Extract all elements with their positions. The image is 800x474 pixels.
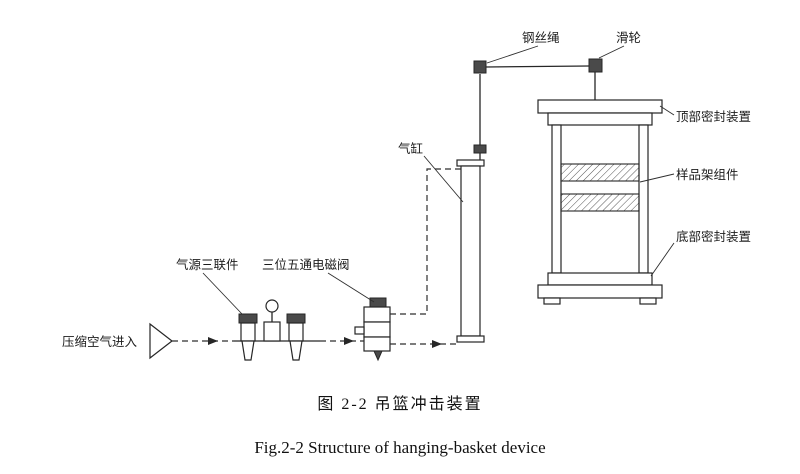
cylinder-top-cap — [456, 159, 485, 167]
pulley-right-icon — [588, 58, 603, 73]
sample-rack-bar-top — [560, 163, 640, 182]
frame-left-column — [551, 124, 562, 274]
figure-caption-zh: 图 2-2 吊篮冲击装置 — [317, 396, 483, 413]
leader-pulley — [598, 45, 625, 59]
filter-cap — [238, 313, 258, 324]
wire-rope-line — [485, 65, 590, 68]
top-seal-plate — [537, 99, 663, 114]
air-inlet-label: 压缩空气进入 — [62, 334, 138, 349]
valve-body-2 — [363, 321, 391, 338]
top-seal-label: 顶部密封装置 — [676, 109, 751, 124]
impact-chamber — [537, 99, 663, 305]
bottom-seal-label: 底部密封装置 — [676, 229, 751, 244]
leader-top-seal — [659, 105, 675, 116]
pulley-left-icon — [473, 60, 487, 74]
solenoid-valve-label: 三位五通电磁阀 — [262, 257, 350, 272]
triple-unit-label: 气源三联件 — [176, 257, 239, 272]
sample-rack-bar-bottom — [560, 193, 640, 212]
filter-body — [240, 322, 256, 342]
lubricator-cap — [286, 313, 306, 324]
cylinder-body — [460, 165, 481, 337]
solenoid-valve — [354, 297, 391, 362]
wire-rope-label: 钢丝绳 — [522, 31, 560, 45]
valve-side-port — [354, 326, 365, 335]
flow-arrow-icon — [432, 340, 442, 348]
leader-cylinder — [423, 155, 464, 203]
air-cylinder — [456, 153, 485, 343]
valve-bottom-fitting — [373, 350, 383, 362]
air-inlet-funnel-icon — [149, 322, 173, 360]
bottom-seal-inner-plate — [547, 272, 653, 286]
lubricator-body — [288, 322, 304, 342]
cylinder-bottom-cap — [456, 335, 485, 343]
sample-rack-label: 样品架组件 — [676, 167, 739, 182]
rope-attach-block — [473, 144, 487, 154]
cylinder-label: 气缸 — [398, 141, 423, 156]
leader-bottom-seal — [650, 242, 675, 277]
lubricator-bowl — [289, 340, 303, 361]
valve-top-cap — [369, 297, 387, 308]
figure-caption-en: Fig.2-2 Structure of hanging-basket devi… — [254, 438, 546, 457]
wire-rope-assembly — [473, 58, 603, 154]
hanging-basket-diagram: 钢丝绳 滑轮 顶部密封装置 样品架组件 底部密封装置 气缸 三位五通电磁阀 气源… — [62, 31, 751, 362]
frame-foot-right — [639, 297, 657, 305]
pressure-gauge-icon — [265, 299, 279, 313]
frame-foot-left — [543, 297, 561, 305]
leader-triple-unit — [202, 272, 243, 315]
air-triple-unit — [234, 299, 320, 361]
air-lines — [172, 168, 461, 348]
leader-lines — [202, 45, 675, 315]
pulley-label: 滑轮 — [616, 31, 641, 45]
regulator-body — [263, 321, 281, 342]
flow-arrow-icon — [208, 337, 218, 345]
top-seal-inner-plate — [547, 112, 653, 126]
air-line-to-cylinder-top — [390, 168, 461, 315]
valve-body-3 — [363, 336, 391, 352]
frame-right-column — [638, 124, 649, 274]
flow-arrow-icon — [344, 337, 354, 345]
filter-bowl — [241, 340, 255, 361]
leader-solenoid-valve — [327, 272, 375, 303]
leader-sample-rack — [639, 173, 675, 183]
bottom-seal-plate — [537, 284, 663, 299]
valve-body-1 — [363, 306, 391, 323]
leader-wire-rope — [486, 45, 539, 64]
